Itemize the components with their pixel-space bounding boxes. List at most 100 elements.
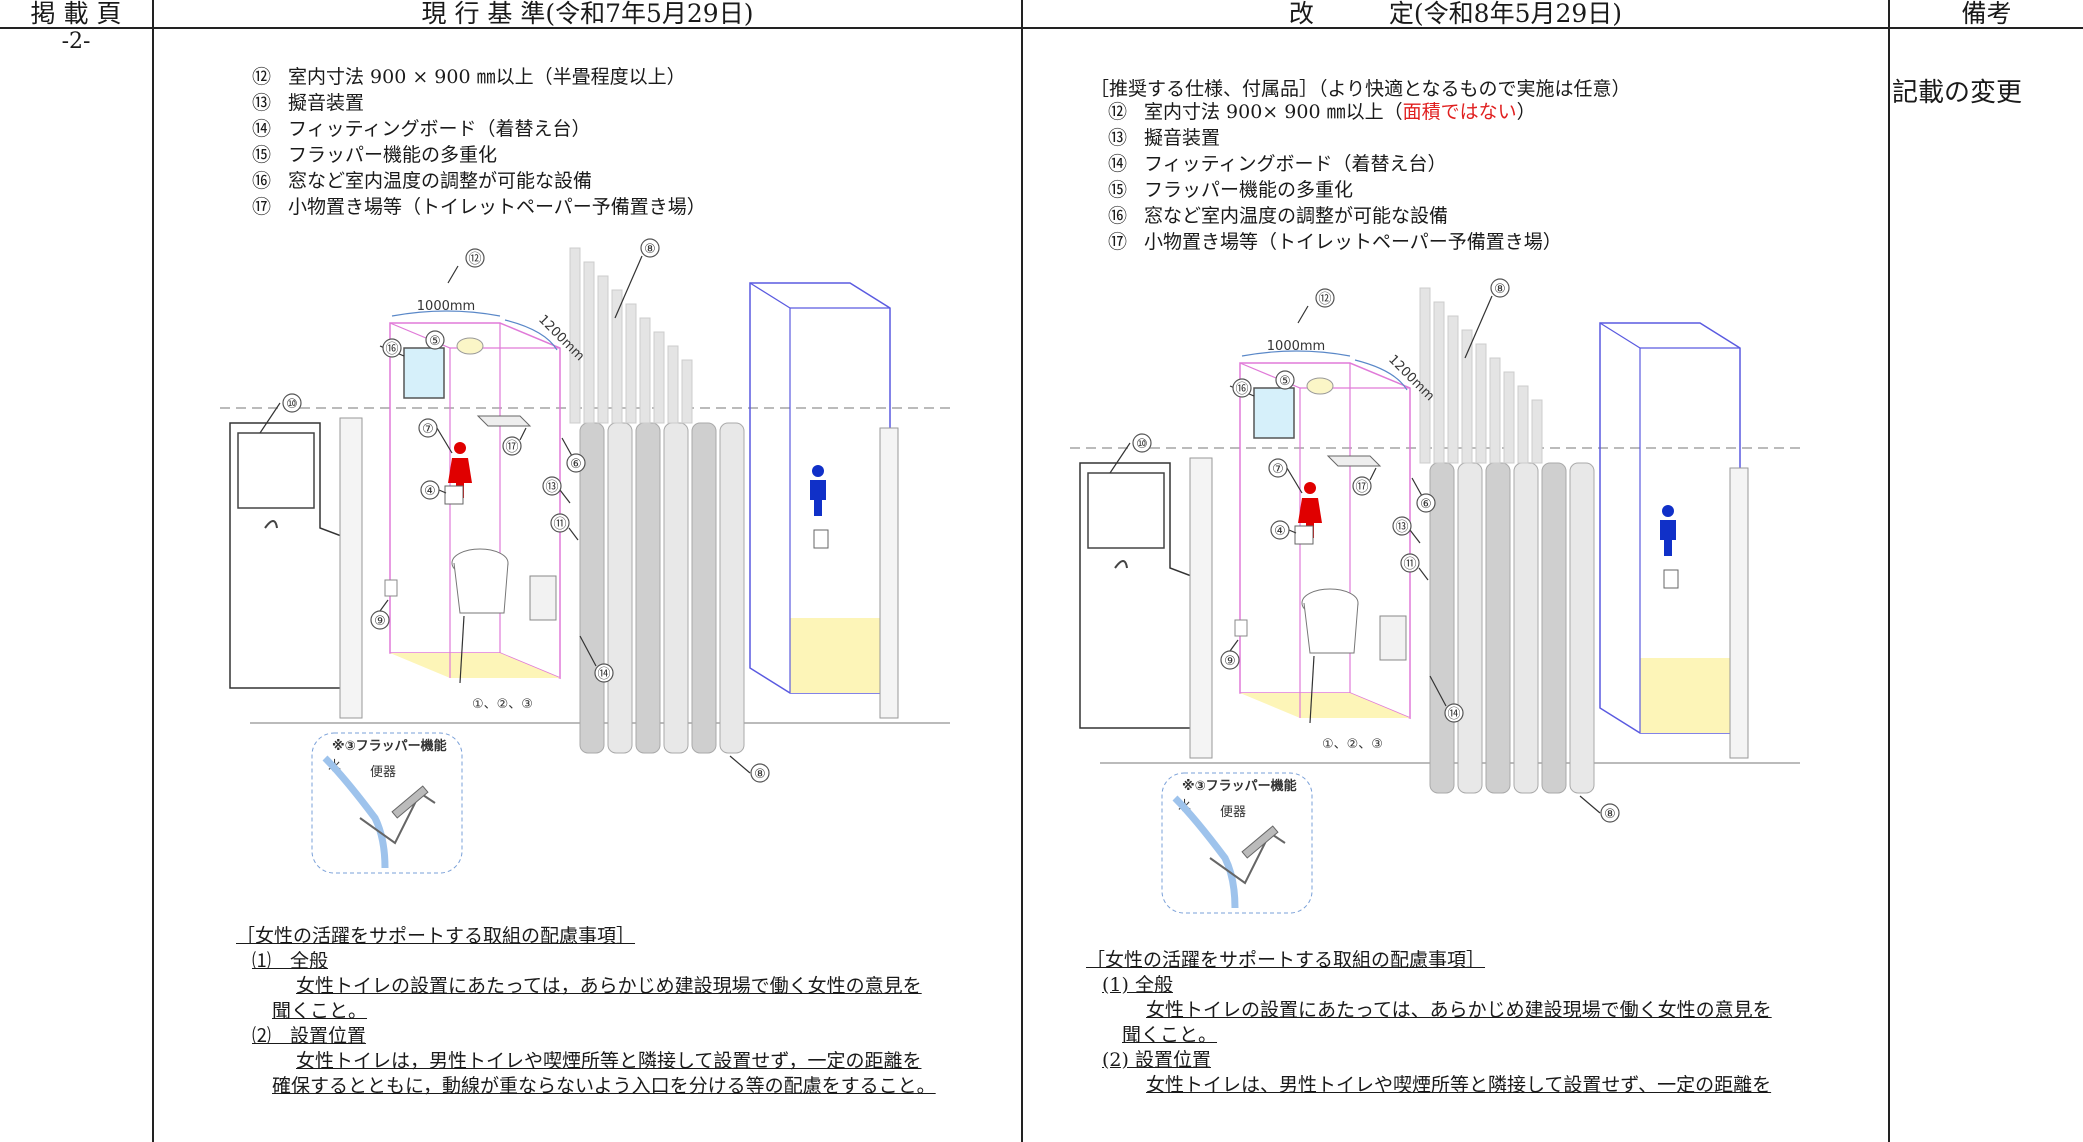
leader-line (447, 265, 459, 284)
section-title: ［女性の活躍をサポートする取組の配慮事項］ (1086, 949, 1486, 971)
ceiling-light (456, 337, 484, 355)
callout-circle (282, 393, 302, 413)
partition-panel (1485, 462, 1511, 794)
callout-circle (1268, 458, 1288, 478)
dimension-arc (391, 310, 501, 317)
partition-panel (1475, 343, 1487, 464)
sound-device (444, 485, 464, 505)
dimension-arc (1354, 359, 1408, 391)
inset-title: ※③フラッパー機能 (1182, 778, 1297, 794)
paragraph-line: 女性トイレは，男性トイレや喫煙所等と隣接して設置せず，一定の距離を (296, 1050, 922, 1072)
male-icon (1662, 505, 1674, 517)
flapper-inset (311, 732, 463, 874)
callout-circle (550, 513, 570, 533)
callout-label: ⑦ (1272, 462, 1284, 477)
paragraph-line: 聞くこと。 (272, 1000, 368, 1022)
page-number: -2- (61, 29, 91, 54)
section-title: ［女性の活躍をサポートする取組の配慮事項］ (236, 925, 636, 947)
callout-label: ⑧ (644, 242, 656, 257)
partition-panel (1489, 357, 1501, 464)
callout-circle (542, 476, 562, 496)
callout-label: ⑬ (1395, 520, 1408, 535)
callout-circle (1270, 520, 1290, 540)
sound-device (1294, 525, 1314, 545)
paragraph-line: 確保するとともに，動線が重ならないよう入口を分ける等の配慮をすること。 (272, 1075, 936, 1097)
inset-toilet-label: 便器 (370, 765, 396, 780)
partition-panel (1433, 301, 1445, 464)
callout-label: ⑤ (429, 334, 441, 349)
partition-panel (597, 275, 609, 424)
callout-circle (418, 418, 438, 438)
mirror (237, 432, 315, 509)
partition-panel (569, 247, 581, 424)
fitting-board (476, 415, 532, 427)
heater (529, 575, 557, 621)
water-flow (1172, 795, 1239, 909)
partition-panel (653, 331, 665, 424)
callout-label: ⑯ (385, 342, 398, 357)
leader-line (579, 635, 597, 667)
dimension-arc (504, 319, 558, 351)
remark-text: 記載の変更 (1892, 78, 2023, 108)
partition-panel (1541, 462, 1567, 794)
partition-panel (625, 303, 637, 424)
partition-panel (1503, 371, 1515, 464)
female-icon (454, 442, 466, 454)
dimension-arc (1241, 350, 1351, 357)
leader-line (259, 402, 281, 434)
partition-panel (663, 422, 689, 754)
leader-line (614, 255, 643, 319)
callout-label: ⑯ (1235, 382, 1248, 397)
column-divider-3 (1888, 0, 1890, 1142)
female-icon (448, 458, 472, 498)
flapper-inset (1161, 772, 1313, 914)
callout-label: ⑭ (1447, 707, 1460, 722)
toilet (453, 562, 509, 614)
callout-label: ⑰ (1355, 480, 1368, 495)
booth-edge (389, 322, 560, 349)
mirror (1087, 472, 1165, 549)
subsection-title: ⑵ 設置位置 (252, 1025, 367, 1047)
inset-toilet-label: 便器 (1220, 805, 1246, 820)
callout-circle (382, 338, 402, 358)
fitting-board (1326, 455, 1382, 467)
partition-panel (1531, 399, 1543, 464)
header-current: 現 行 基 準(令和7年5月29日) (421, 0, 754, 28)
partition-panel (1729, 467, 1749, 759)
callout-label: ⑧ (754, 767, 766, 782)
callout-circle (1220, 650, 1240, 670)
sound-device (1663, 569, 1679, 589)
partition-panel (1461, 329, 1473, 464)
partition-panel (1429, 462, 1455, 794)
leader-line (1229, 639, 1239, 652)
toilet-section (359, 791, 436, 845)
callout-label: ⑥ (1420, 497, 1432, 512)
partition-panel (719, 422, 745, 754)
female-icon (1298, 498, 1322, 538)
window (403, 347, 445, 399)
callout-circle (425, 330, 445, 350)
partition-panel (1517, 385, 1529, 464)
callout-label: ⑩ (1136, 437, 1148, 452)
callout-label: ⑰ (505, 440, 518, 455)
leader-line (568, 527, 579, 541)
inset-title: ※③フラッパー機能 (332, 738, 447, 754)
callout-label: ⑨ (1224, 654, 1236, 669)
dimension-width: 1000mm (1267, 339, 1325, 354)
booth-floor (790, 618, 890, 693)
leader-line (561, 437, 573, 457)
water-flow (322, 755, 389, 869)
revised-notes: ［女性の活躍をサポートする取組の配慮事項］ (1) 全般 女性トイレの設置にあた… (1086, 948, 1772, 1098)
partition-panel (1457, 462, 1483, 794)
partition-panel (583, 261, 595, 424)
small-shelf (384, 579, 398, 597)
partition-panel (1569, 462, 1595, 794)
small-shelf (1234, 619, 1248, 637)
flapper-valve (1241, 825, 1279, 859)
paragraph-line: 聞くこと。 (1122, 1024, 1218, 1046)
callout-label: ④ (1274, 524, 1286, 539)
